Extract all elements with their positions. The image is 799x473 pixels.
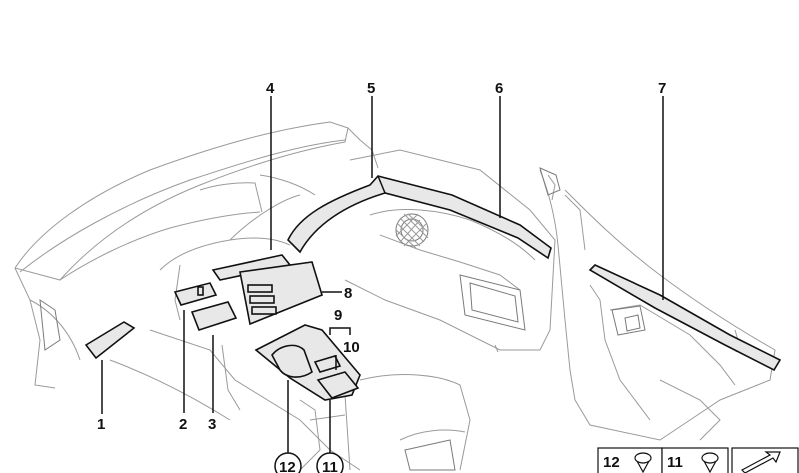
legend-label-12: 12	[603, 454, 620, 471]
callout-9: 9	[334, 307, 342, 324]
callout-12: 12	[279, 459, 296, 473]
callout-10: 10	[343, 339, 360, 356]
callout-1: 1	[97, 416, 105, 433]
trim-part-2-detail	[197, 286, 204, 296]
dashboard-outline	[14, 121, 379, 471]
trim-part-10	[316, 371, 360, 399]
callout-8: 8	[344, 285, 352, 302]
callout-11-ring	[316, 452, 344, 473]
trim-part-2	[173, 282, 218, 306]
trim-joint	[377, 175, 386, 194]
trim-part-12	[271, 344, 313, 378]
leader-lines	[101, 96, 664, 458]
arrow-icon	[741, 451, 781, 473]
trim-part-8-slot-b	[249, 295, 275, 304]
center-console-outline	[299, 374, 471, 471]
trim-part-1	[84, 321, 136, 360]
trim-part-7	[588, 264, 782, 372]
callout-12-ring	[274, 452, 302, 473]
clip-icon	[634, 452, 652, 473]
trim-part-11	[313, 355, 342, 373]
trim-parts	[84, 175, 782, 401]
callout-3: 3	[208, 416, 216, 433]
legend-label-11: 11	[667, 454, 683, 471]
callout-11: 11	[322, 459, 338, 473]
front-door-outline	[344, 149, 576, 401]
trim-part-8-slot-c	[251, 306, 277, 315]
fastener-legend: 12 11	[597, 447, 799, 473]
trim-part-5-6	[287, 175, 552, 260]
callout-2: 2	[179, 416, 187, 433]
callout-5: 5	[367, 80, 375, 97]
callout-4: 4	[266, 80, 275, 97]
trim-part-3	[190, 301, 238, 331]
clip-icon	[701, 452, 719, 473]
trim-part-8-slot-a	[247, 284, 273, 293]
callout-7: 7	[658, 80, 666, 97]
callout-6: 6	[495, 80, 503, 97]
callouts: 1 2 3 4 5 6 7 8 9 10 12 11	[97, 80, 666, 473]
